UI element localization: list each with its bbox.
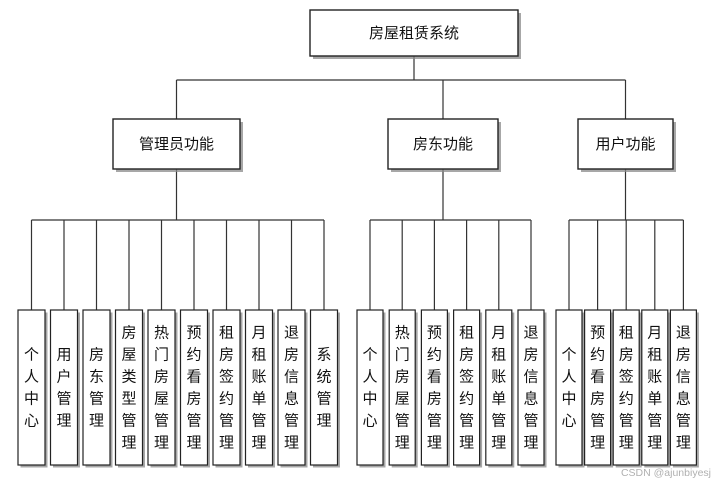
leaf-node: 个人中心	[555, 309, 585, 468]
group-node-admin-box	[112, 118, 241, 170]
leaf-node-label: 预约看房管理	[590, 324, 605, 452]
root-node: 房屋租赁系统	[309, 9, 521, 59]
leaf-node-label: 用户管理	[56, 346, 71, 430]
group-node-admin-label: 管理员功能	[139, 135, 214, 153]
leaf-node-box	[453, 309, 481, 466]
leaf-node: 个人中心	[17, 309, 48, 468]
leaf-node: 租房签约管理	[612, 309, 642, 468]
leaf-node: 退房信息管理	[277, 309, 308, 468]
leaf-node: 个人中心	[356, 309, 386, 468]
leaf-node: 月租账单管理	[244, 309, 275, 468]
group-node-user: 用户功能	[577, 118, 676, 172]
leaf-node: 预约看房管理	[583, 309, 614, 468]
leaf-node-label: 个人中心	[561, 346, 576, 430]
leaf-node: 热门房屋管理	[147, 309, 178, 468]
leaf-node-label: 预约看房管理	[186, 324, 201, 452]
leaf-node-label: 租房签约管理	[459, 324, 474, 452]
leaf-node-box	[49, 309, 79, 466]
group-node-admin: 管理员功能	[112, 118, 243, 172]
leaf-node-box	[179, 309, 209, 466]
leaf-node-box	[244, 309, 274, 466]
leaf-node: 热门房屋管理	[388, 309, 418, 468]
group-node-landlord-label: 房东功能	[413, 135, 473, 153]
leaf-nodes: 个人中心用户管理房东管理房屋类型管理热门房屋管理预约看房管理租房签约管理月租账单…	[17, 309, 699, 468]
leaf-node: 房东管理	[82, 309, 113, 468]
leaf-node-label: 月租账单管理	[647, 324, 662, 452]
leaf-node-label: 房屋类型管理	[121, 324, 136, 452]
leaf-node: 租房签约管理	[453, 309, 483, 468]
leaf-node-label: 热门房屋管理	[395, 324, 410, 452]
leaf-node-label: 退房信息管理	[676, 324, 691, 452]
leaf-node-box	[555, 309, 583, 466]
leaf-node-box	[356, 309, 384, 466]
leaf-node-box	[309, 309, 339, 466]
group-node-landlord-box	[387, 118, 499, 170]
leaf-node-label: 租房签约管理	[219, 324, 234, 452]
leaf-node-label: 月租账单管理	[251, 324, 266, 452]
connector-lines	[30, 56, 685, 310]
leaf-node-label: 租房签约管理	[619, 324, 634, 452]
leaf-node: 退房信息管理	[669, 309, 699, 468]
leaf-node-box	[641, 309, 669, 466]
leaf-node-box	[82, 309, 111, 466]
leaf-node-box	[212, 309, 241, 466]
leaf-node-box	[485, 309, 513, 466]
leaf-node-label: 房东管理	[89, 346, 104, 430]
group-node-landlord: 房东功能	[387, 118, 501, 172]
leaf-node: 预约看房管理	[179, 309, 210, 468]
leaf-node-box	[277, 309, 306, 466]
root-node-label: 房屋租赁系统	[369, 24, 459, 42]
group-node-user-box	[577, 118, 674, 170]
leaf-node-label: 热门房屋管理	[154, 324, 169, 452]
group-node-user-label: 用户功能	[595, 135, 655, 153]
leaf-node-box	[114, 309, 144, 466]
leaf-node-label: 预约看房管理	[427, 324, 442, 452]
leaf-node-box	[669, 309, 698, 466]
watermark: CSDN @ajunbiyesj	[621, 467, 711, 479]
leaf-node-label: 个人中心	[362, 346, 377, 430]
leaf-node: 租房签约管理	[212, 309, 243, 468]
leaf-node: 预约看房管理	[420, 309, 450, 468]
leaf-node: 房屋类型管理	[114, 309, 145, 468]
root-node-box	[309, 9, 519, 57]
leaf-node-box	[388, 309, 416, 466]
leaf-node: 退房信息管理	[517, 309, 547, 468]
leaf-node: 用户管理	[49, 309, 80, 468]
leaf-node: 月租账单管理	[641, 309, 671, 468]
leaf-node-label: 退房信息管理	[523, 324, 538, 452]
leaf-node-label: 月租账单管理	[491, 324, 506, 452]
leaf-node: 月租账单管理	[485, 309, 515, 468]
leaf-node-label: 系统管理	[316, 346, 331, 430]
leaf-node: 系统管理	[309, 309, 340, 468]
leaf-node-box	[517, 309, 545, 466]
leaf-node-label: 个人中心	[24, 346, 39, 430]
leaf-node-box	[612, 309, 640, 466]
leaf-node-box	[17, 309, 46, 466]
leaf-node-box	[420, 309, 448, 466]
leaf-node-box	[583, 309, 612, 466]
leaf-node-box	[147, 309, 176, 466]
leaf-node-label: 退房信息管理	[284, 324, 299, 452]
